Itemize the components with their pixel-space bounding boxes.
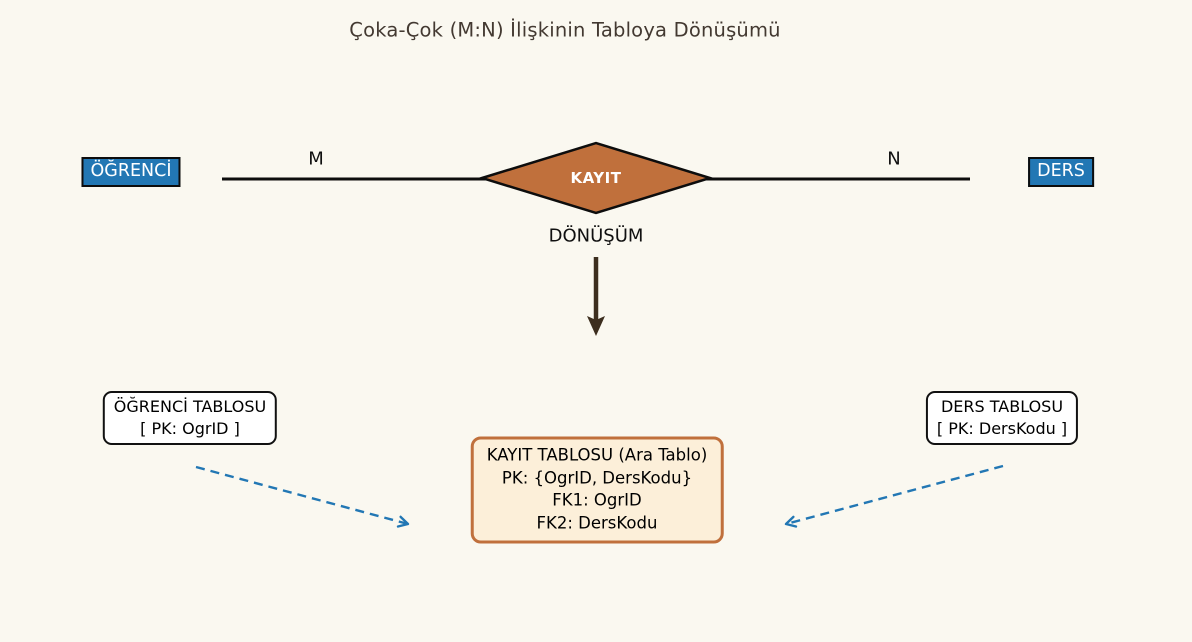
transform-label: DÖNÜŞÜM (548, 225, 644, 247)
course-table-title: DERS TABLOSU (940, 397, 1064, 416)
cardinality-n-label: N (887, 148, 901, 170)
relationship-diamond (477, 141, 715, 215)
junction-table-box: KAYIT TABLOSU (Ara Tablo) PK: {OgrID, De… (470, 436, 724, 544)
junction-table-pk: PK: {OgrID, DersKodu} (501, 468, 693, 487)
entity-ders: DERS (1028, 157, 1094, 187)
junction-table-fk2: FK2: DersKodu (536, 513, 658, 532)
course-table-pk: [ PK: DersKodu ] (936, 418, 1068, 438)
entity-ogrenci: ÖĞRENCİ (81, 157, 181, 187)
diagram-title: Çoka-Çok (M:N) İlişkinin Tabloya Dönüşüm… (349, 18, 781, 42)
transform-arrowhead-icon (587, 316, 605, 336)
student-table-title: ÖĞRENCİ TABLOSU (113, 397, 267, 416)
junction-table-title: KAYIT TABLOSU (Ara Tablo) (486, 445, 708, 465)
junction-table-fk1: FK1: OgrID (552, 490, 642, 510)
course-mapping-arrow (784, 464, 1004, 528)
relationship-label: KAYIT (570, 169, 622, 187)
student-mapping-arrow (195, 465, 410, 528)
cardinality-m-label: M (308, 148, 324, 170)
student-table-pk: [ PK: OgrID ] (140, 418, 240, 438)
course-table-box: DERS TABLOSU [ PK: DersKodu ] (925, 391, 1079, 445)
student-table-box: ÖĞRENCİ TABLOSU [ PK: OgrID ] (102, 391, 278, 445)
